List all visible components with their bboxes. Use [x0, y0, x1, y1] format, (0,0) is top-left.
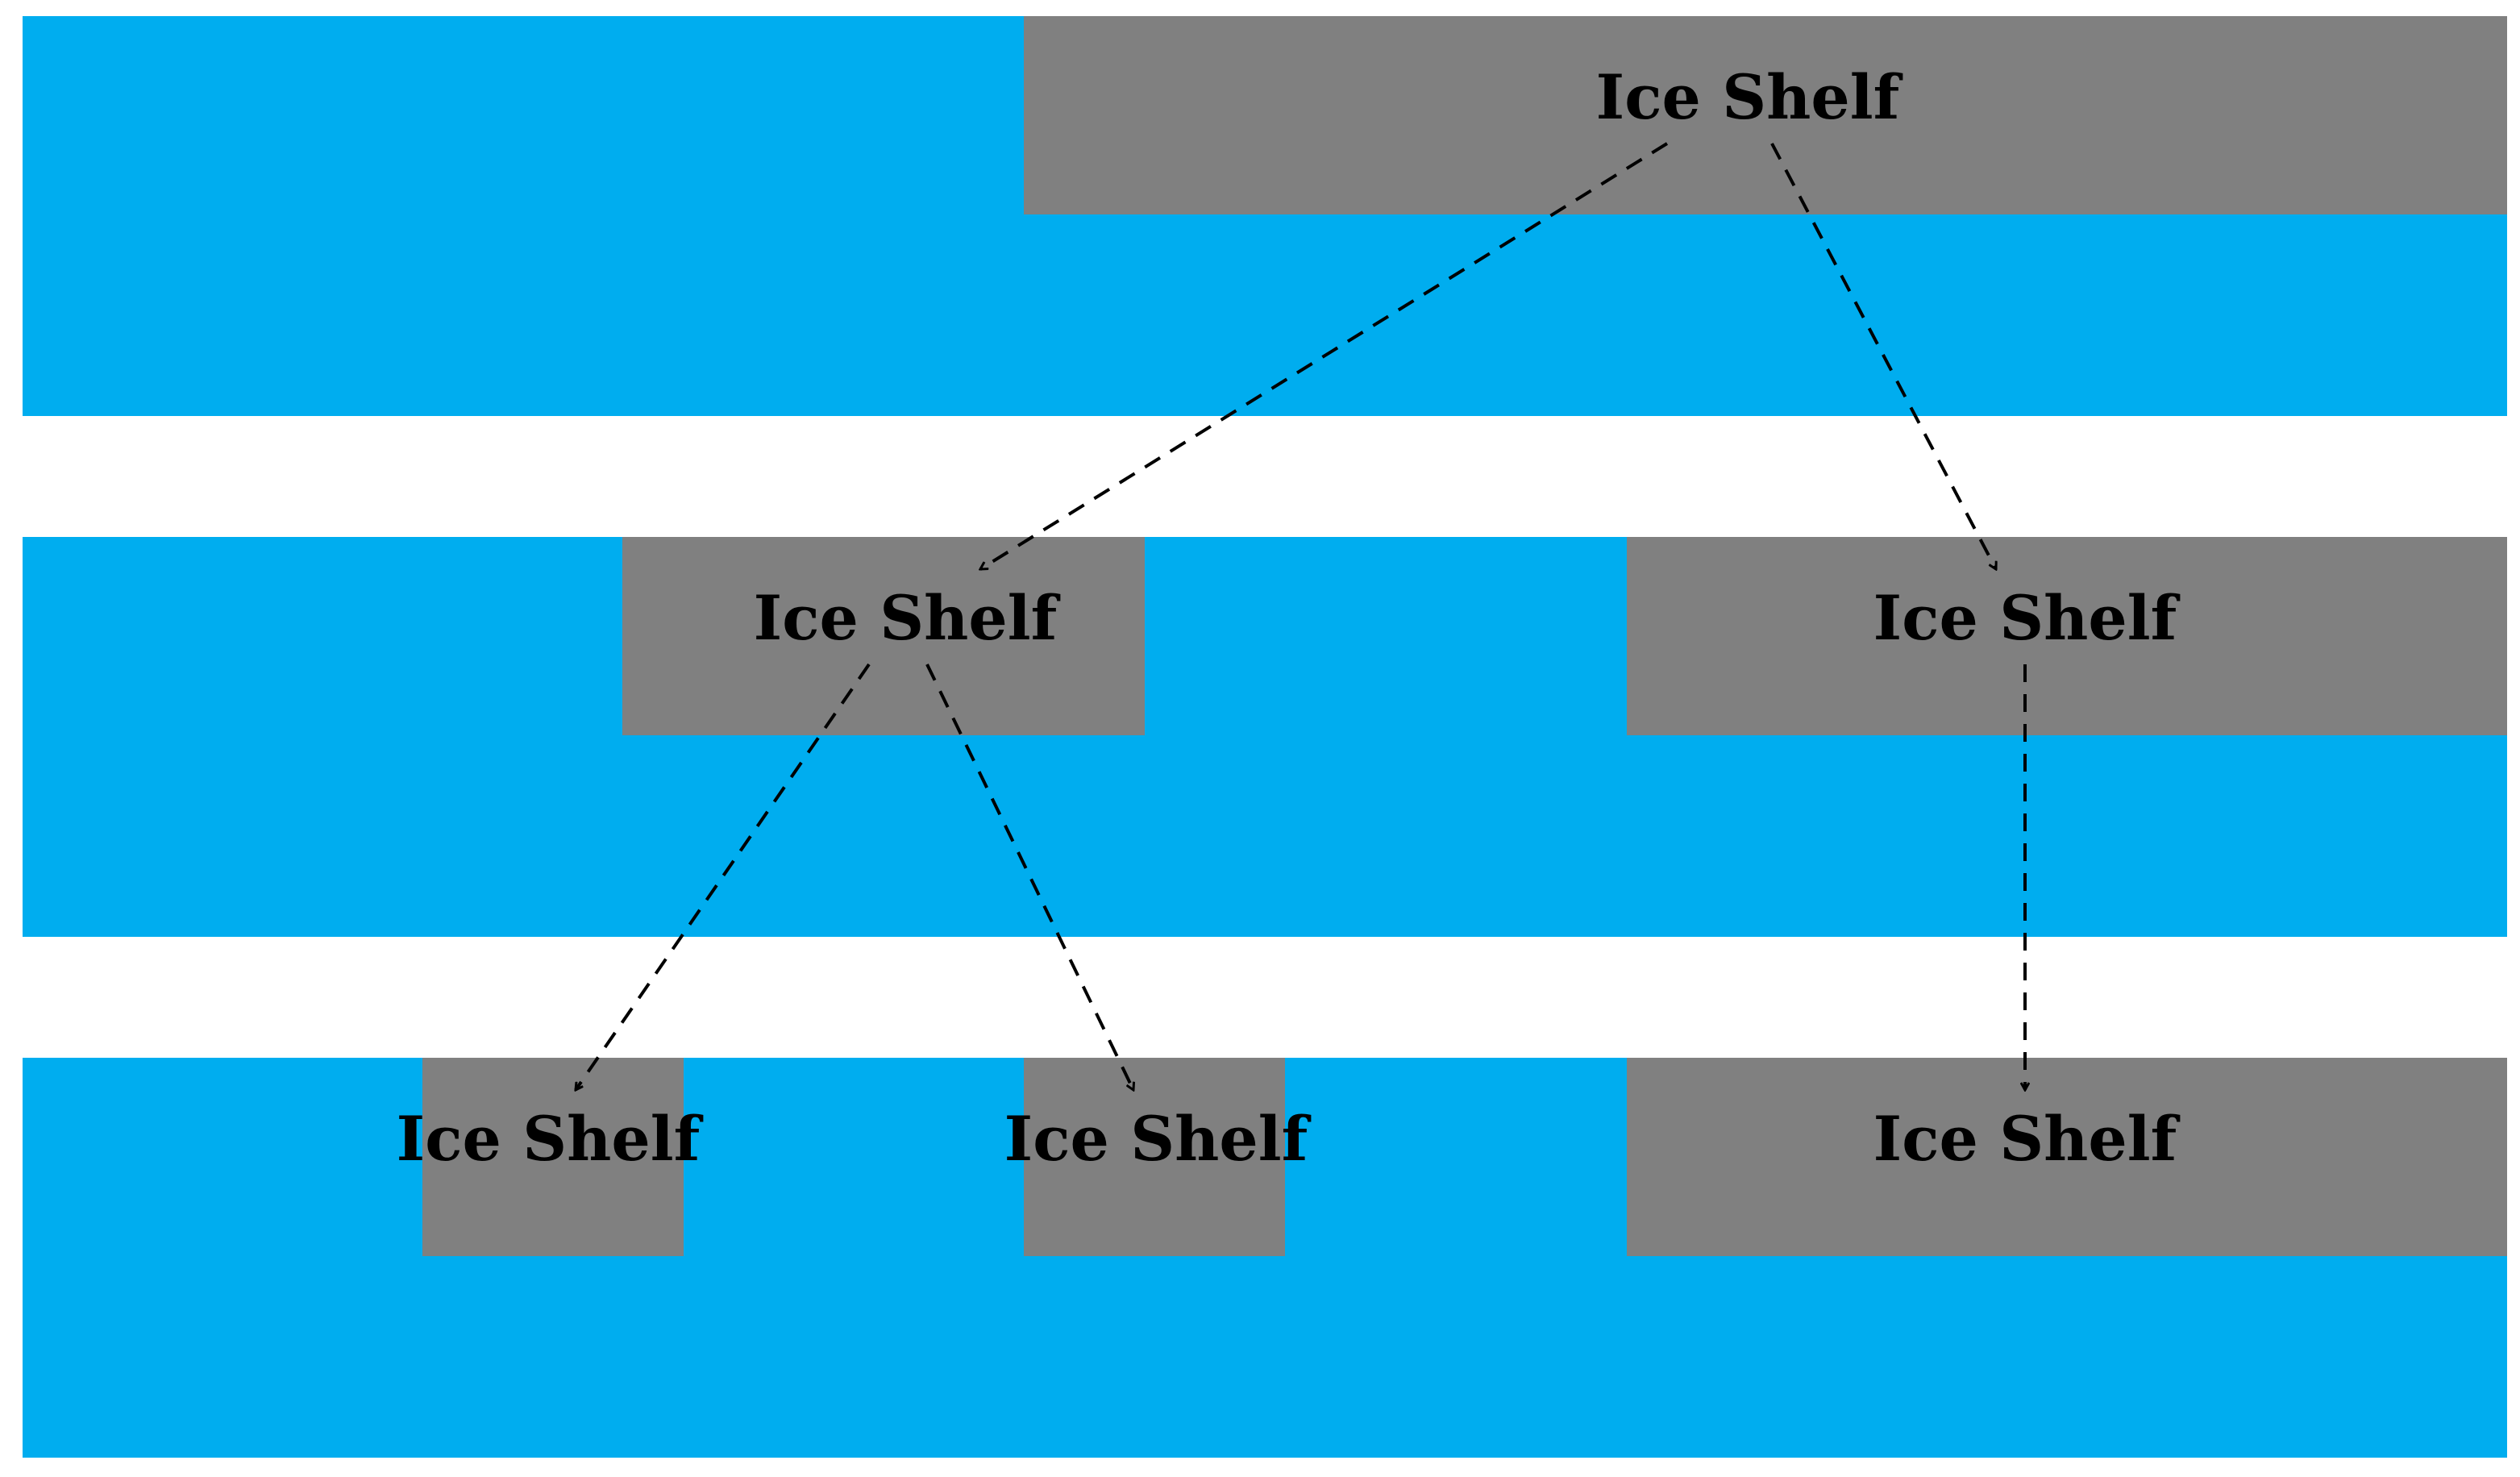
- flow-arrows: [576, 142, 2025, 1090]
- ice-shelf-label-3-2: Ice Shelf: [1004, 1103, 1312, 1175]
- ice-shelf-3-3: [1627, 1058, 2507, 1256]
- ice-shelf-label-2-2: Ice Shelf: [1873, 582, 2181, 654]
- ice-shelf-label-3-1: Ice Shelf: [397, 1103, 704, 1175]
- arrow-top-to-right: [1770, 143, 1998, 569]
- ice-shelf-label-3-3: Ice Shelf: [1873, 1103, 2181, 1175]
- ice-shelf-1-1: [1024, 16, 2507, 214]
- ice-shelf-3-2: [1024, 1058, 1285, 1256]
- panel-2: Ice Shelf Ice Shelf: [23, 537, 2507, 937]
- arrow-mid-left-to-bottom-left: [576, 663, 871, 1090]
- panel-3: Ice Shelf Ice Shelf Ice Shelf: [23, 1058, 2507, 1458]
- ice-shelf-label-2-1: Ice Shelf: [754, 582, 1061, 654]
- ice-shelf-label-1-1: Ice Shelf: [1596, 61, 1903, 133]
- ice-shelf-2-2: [1627, 537, 2507, 735]
- panel-1: Ice Shelf: [23, 16, 2507, 416]
- ice-shelf-2-1: [622, 537, 1145, 735]
- arrow-mid-left-to-bottom-middle: [925, 664, 1133, 1090]
- arrow-top-to-left: [980, 142, 1669, 571]
- ice-shelf-3-1: [422, 1058, 684, 1256]
